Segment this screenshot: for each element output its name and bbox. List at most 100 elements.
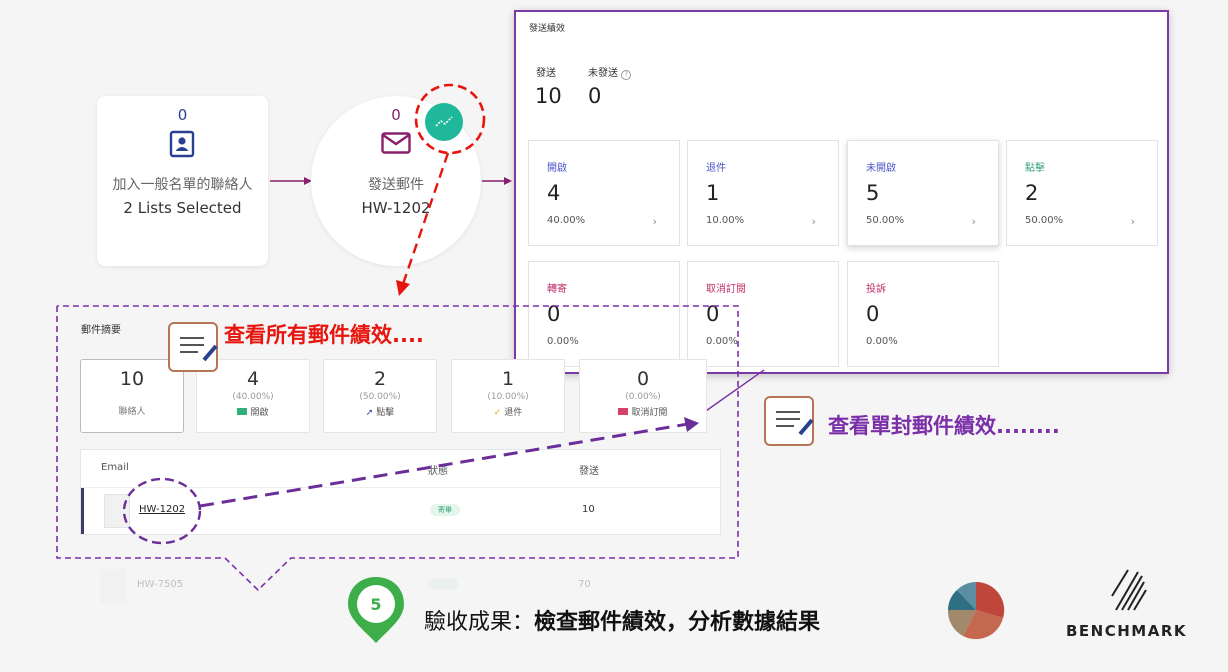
sent-label: 發送 [536, 68, 556, 79]
summary-pct: (0.00%) [625, 392, 661, 402]
pie-chart-icon [947, 581, 1005, 640]
unsent-label: 未發送 ? [588, 64, 632, 80]
envelope-icon [381, 132, 411, 158]
summary-card-clicks[interactable]: 2 (50.00%) ➚點擊 [323, 359, 437, 433]
metric-label: 退件 [706, 163, 726, 174]
metric-value: 2 [1025, 181, 1039, 205]
table-row: HW-7505 70 [80, 563, 719, 613]
metric-percent: 0.00% [866, 336, 898, 347]
summary-pct: (40.00%) [232, 392, 274, 402]
summary-card-bounces[interactable]: 1 (10.00%) ✓退件 [451, 359, 565, 433]
metric-percent: 0.00% [706, 336, 738, 347]
metric-label: 點擊 [1025, 163, 1045, 174]
summary-card-contacts[interactable]: 10 聯絡人 [80, 359, 184, 433]
metric-label: 未開啟 [866, 163, 896, 174]
summary-pct: (50.00%) [359, 392, 401, 402]
summary-label: 取消訂閱 [631, 408, 668, 418]
step-title: 發送郵件 [368, 177, 424, 193]
info-icon[interactable]: ? [621, 70, 632, 80]
chevron-right-icon[interactable]: › [652, 215, 657, 228]
panel-title: 發送績效 [529, 24, 566, 34]
sent-value: 10 [535, 84, 562, 108]
metric-card[interactable]: 點擊 2 50.00% › [1006, 140, 1158, 246]
metric-value: 5 [866, 181, 880, 205]
notes-icon [764, 396, 814, 446]
summary-label-row: 取消訂閱 [580, 405, 706, 418]
metric-value: 4 [547, 181, 561, 205]
metric-percent: 10.00% [706, 215, 745, 226]
unsubscribe-mail-icon [618, 408, 629, 415]
email-name-link: HW-7505 [137, 579, 184, 590]
contact-icon [169, 130, 195, 158]
metric-label: 取消訂閱 [706, 284, 746, 295]
summary-pct: (10.00%) [487, 392, 529, 402]
metric-percent: 50.00% [1025, 215, 1064, 226]
step-count: 0 [177, 106, 188, 124]
metric-value: 1 [706, 181, 720, 205]
benchmark-logo-mark [1108, 566, 1148, 614]
summary-label-row: ✓退件 [452, 405, 564, 418]
col-header-sent: 發送 [579, 466, 599, 477]
sent-count: 70 [578, 579, 591, 590]
metric-card[interactable]: 未開啟 5 50.00% › [847, 140, 999, 246]
col-header-email: Email [101, 462, 129, 473]
summary-value: 4 [246, 368, 260, 390]
metric-percent: 0.00% [547, 336, 579, 347]
workflow-step-add-contacts[interactable]: 0 加入一般名單的聯絡人 2 Lists Selected [97, 96, 268, 266]
check-icon: ✓ [493, 408, 502, 418]
summary-label: 退件 [504, 408, 523, 418]
summary-card-opens[interactable]: 4 (40.00%) 開啟 [196, 359, 310, 433]
metric-card[interactable]: 退件 1 10.00% › [687, 140, 839, 246]
col-header-status: 狀態 [428, 466, 448, 477]
summary-label: 聯絡人 [118, 407, 146, 417]
notes-icon [168, 322, 218, 372]
metric-label: 開啟 [547, 163, 567, 174]
metric-card[interactable]: 轉寄 0 0.00% [528, 261, 680, 367]
email-table: Email 狀態 發送 HW-1202 寄畢 10 [80, 449, 721, 535]
brand-name: BENCHMARK [1066, 622, 1188, 640]
open-mail-icon [237, 408, 248, 415]
cursor-icon: ➚ [365, 408, 374, 418]
trend-chart-icon [435, 116, 453, 127]
chevron-right-icon[interactable]: › [1130, 215, 1135, 228]
metric-value: 0 [866, 302, 880, 326]
summary-title: 郵件摘要 [81, 325, 121, 336]
metric-card[interactable]: 開啟 4 40.00% › [528, 140, 680, 246]
summary-value: 2 [373, 368, 387, 390]
footer-caption-prefix: 驗收成果： [424, 610, 535, 635]
step-value: 2 Lists Selected [123, 199, 242, 217]
step-title: 加入一般名單的聯絡人 [112, 177, 253, 193]
status-badge [428, 579, 458, 589]
metric-label: 轉寄 [547, 284, 567, 295]
annotation-all-performance: 查看所有郵件績效.... [224, 323, 424, 347]
metric-value: 0 [547, 302, 561, 326]
metric-card[interactable]: 投訴 0 0.00% [847, 261, 999, 367]
summary-value: 1 [501, 368, 515, 390]
metric-percent: 40.00% [547, 215, 586, 226]
view-report-button[interactable] [425, 103, 463, 141]
summary-label: 開啟 [250, 408, 269, 418]
summary-label: 點擊 [376, 408, 395, 418]
metric-label: 投訴 [866, 284, 886, 295]
step-pin-icon: 5 [344, 574, 408, 646]
summary-label-row: ➚點擊 [324, 405, 436, 418]
summary-value: 0 [636, 368, 650, 390]
summary-label-row: 開啟 [197, 405, 309, 418]
unsent-value: 0 [588, 84, 602, 108]
chevron-right-icon[interactable]: › [811, 215, 816, 228]
annotation-single-performance: 查看單封郵件績效........ [828, 414, 1060, 438]
chevron-right-icon[interactable]: › [971, 215, 976, 228]
sent-count: 10 [582, 504, 595, 515]
email-name-link[interactable]: HW-1202 [139, 504, 186, 515]
footer-caption-bold: 檢查郵件績效，分析數據結果 [534, 610, 821, 635]
metric-card[interactable]: 取消訂閱 0 0.00% [687, 261, 839, 367]
unsent-label-text: 未發送 [588, 68, 618, 79]
metric-percent: 50.00% [866, 215, 905, 226]
step-count: 0 [391, 106, 401, 124]
metric-value: 0 [706, 302, 720, 326]
email-thumbnail [100, 569, 126, 603]
